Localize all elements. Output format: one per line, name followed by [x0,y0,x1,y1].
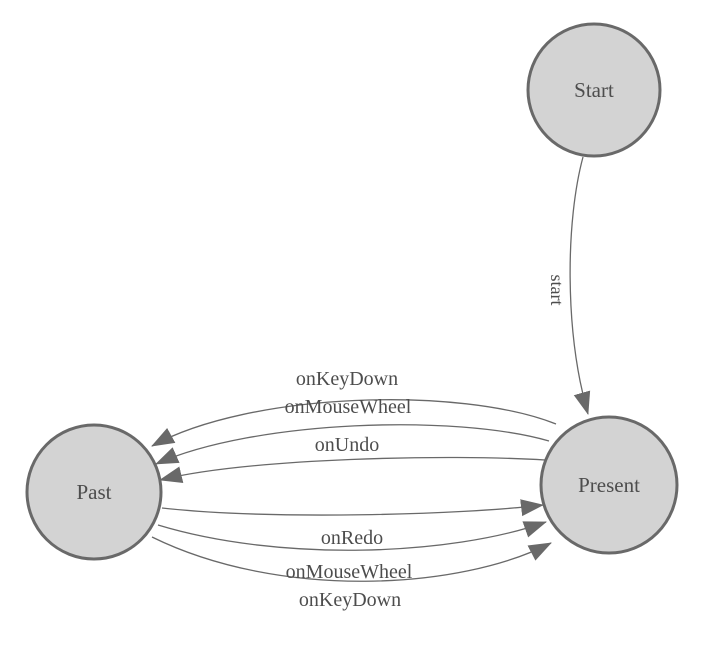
edge-label-onkeydown-upper: onKeyDown [296,368,398,390]
edge-present-to-past-onkeydown [151,399,557,447]
node-label-present: Present [578,473,640,497]
edge-present-to-past-onundo [159,456,546,484]
edge-label-onmousewheel-lower: onMouseWheel [286,561,413,583]
edge-start-to-present [569,156,591,415]
nodes: Start Past Present [25,22,679,561]
node-past [25,423,163,561]
edge-label-onredo: onRedo [321,527,383,549]
edge-past-to-present-onredo [161,499,544,517]
edge-present-to-past-onmousewheel [155,424,550,465]
node-start [526,22,662,158]
node-label-start: Start [574,78,614,102]
edge-past-to-present-onkeydown [151,536,552,582]
edges [151,156,591,582]
node-label-past: Past [76,480,111,504]
edge-label-onkeydown-lower: onKeyDown [299,589,401,611]
edge-labels: start onKeyDown onMouseWheel onUndo onRe… [285,275,567,612]
edge-past-to-present-onmousewheel [157,521,547,551]
edge-label-onmousewheel-upper: onMouseWheel [285,396,412,418]
node-present [539,415,679,555]
edge-label-onundo: onUndo [315,434,379,456]
edge-label-start: start [547,275,567,306]
